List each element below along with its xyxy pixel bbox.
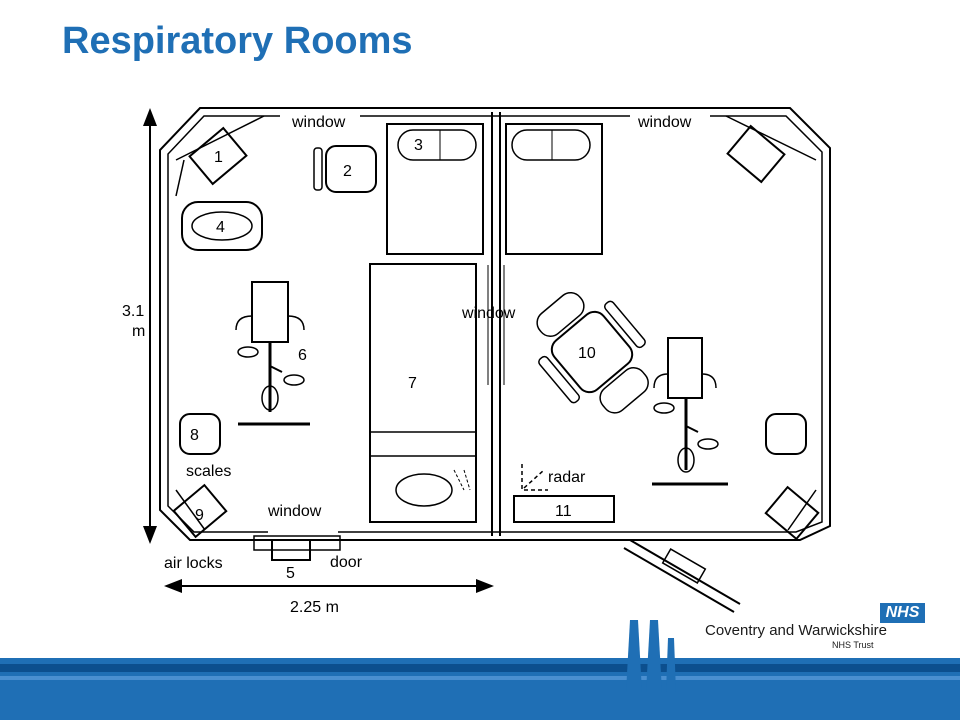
svg-text:7: 7	[408, 375, 417, 392]
height-dimension-value: 3.1	[122, 303, 144, 320]
window-label-top-left: window	[291, 114, 346, 131]
window-label-middle: window	[461, 305, 516, 322]
svg-text:8: 8	[190, 427, 199, 444]
svg-text:10: 10	[578, 345, 596, 362]
width-dimension	[164, 579, 494, 593]
corner-cabinet-right	[726, 124, 786, 184]
item-10-recliner	[536, 291, 649, 414]
bed-right-top	[505, 123, 603, 255]
item-6-bike	[235, 281, 310, 426]
svg-text:1: 1	[214, 149, 223, 166]
scales-label: scales	[186, 463, 231, 480]
item-2-chair	[325, 145, 377, 193]
svg-text:9: 9	[195, 507, 204, 524]
height-dimension-unit: m	[132, 323, 145, 340]
svg-text:6: 6	[298, 347, 307, 364]
item-11-bench	[513, 495, 615, 523]
corner-cabinet-bottom-right	[764, 485, 820, 541]
slide-title: Respiratory Rooms	[62, 20, 413, 62]
radar-symbol	[521, 464, 548, 491]
air-locks-label: air locks	[164, 555, 223, 572]
item-7-bed	[369, 263, 477, 523]
height-dimension	[143, 108, 157, 544]
svg-text:5: 5	[286, 565, 295, 582]
airlock-frame	[253, 535, 341, 551]
width-dimension-label: 2.25 m	[290, 599, 339, 616]
exercise-bike-right	[652, 337, 728, 486]
door-label: door	[330, 554, 363, 571]
svg-text:3: 3	[414, 137, 423, 154]
trust-name: Coventry and Warwickshire	[705, 622, 887, 639]
item-4-basin	[181, 201, 263, 251]
floor-plan: window window window window 1 2 3 4 6 7 …	[122, 107, 831, 616]
item-8-scales	[179, 413, 221, 455]
inner-wall	[167, 115, 823, 533]
outer-wall	[159, 107, 831, 541]
trust-subtitle: NHS Trust	[832, 640, 874, 650]
svg-text:11: 11	[555, 503, 572, 520]
nhs-badge: NHS	[880, 603, 925, 623]
svg-text:4: 4	[216, 219, 225, 236]
external-door	[623, 539, 741, 613]
radar-label: radar	[548, 469, 586, 486]
trust-logo-mark	[626, 620, 676, 692]
svg-text:2: 2	[343, 163, 352, 180]
window-label-bottom: window	[267, 503, 322, 520]
footer-stripe-light	[0, 676, 960, 680]
item-9-cabinet	[172, 483, 228, 539]
footer-stripe	[0, 664, 960, 672]
bed-left-top	[386, 123, 484, 255]
window-label-top-right: window	[637, 114, 692, 131]
item-1-cabinet	[188, 126, 248, 186]
right-scales-box	[765, 413, 807, 455]
